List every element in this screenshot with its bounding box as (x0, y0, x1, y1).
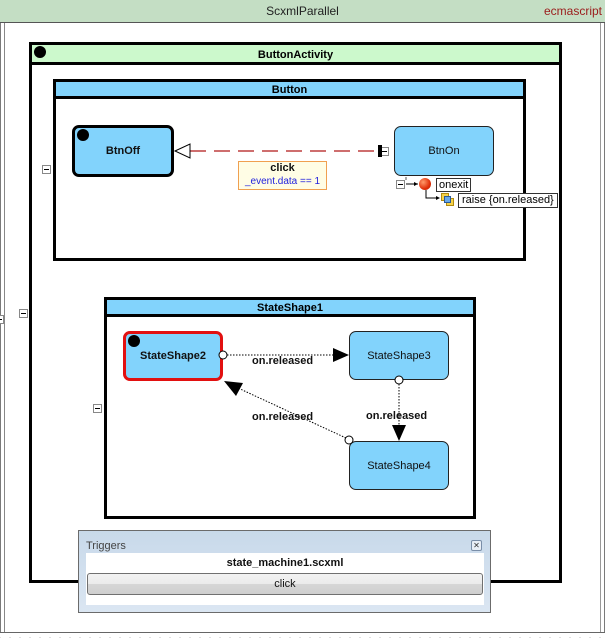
transition-label-ss3-ss4[interactable]: on.released (366, 410, 428, 422)
state-btnon[interactable]: BtnOn (394, 126, 494, 176)
button-title: Button (271, 84, 308, 96)
transition-source-handle-icon (344, 435, 354, 445)
stateshape3-label: StateShape3 (367, 349, 431, 362)
onexit-connector (405, 177, 440, 200)
arrowhead-icon (392, 425, 406, 441)
root-header: ScxmlParallel ecmascript (0, 0, 605, 23)
transition-ss4-ss2[interactable] (224, 381, 354, 445)
state-stateshape2[interactable]: StateShape2 (123, 331, 223, 381)
transition-ss2-ss3[interactable] (218, 348, 349, 362)
transition-label-ss2-ss3[interactable]: on.released (252, 355, 314, 367)
btnon-label: BtnOn (428, 145, 460, 157)
state-stateshape3[interactable]: StateShape3 (349, 331, 449, 380)
triggers-panel: Triggers ✕ state_machine1.scxml click (78, 530, 491, 613)
transition-condition: _event.data == 1 (244, 176, 321, 187)
transition-event: click (270, 162, 295, 174)
transition-source-handle-icon (394, 375, 404, 385)
root-left-border (4, 23, 5, 632)
arrowhead-icon (333, 348, 349, 362)
datamodel-label[interactable]: ecmascript (543, 4, 602, 18)
onexit-icon (419, 178, 431, 190)
initial-marker-icon (34, 46, 46, 58)
triggers-title: Triggers (86, 540, 126, 552)
button-activity-collapse-toggle[interactable] (19, 309, 28, 318)
arrowhead-open-icon (173, 143, 191, 159)
stateshape1-collapse-toggle[interactable] (93, 404, 102, 413)
raise-action-icon (441, 193, 455, 207)
stateshape2-label: StateShape2 (139, 350, 207, 362)
trigger-click-button[interactable]: click (87, 573, 483, 595)
root-right-border (600, 23, 601, 632)
root-collapse-toggle[interactable] (0, 315, 4, 324)
transition-source-handle-icon (218, 350, 228, 360)
stateshape4-label: StateShape4 (367, 459, 431, 472)
button-collapse-toggle[interactable] (42, 165, 51, 174)
button-header: Button (56, 82, 523, 99)
button-activity-title: ButtonActivity (257, 49, 334, 61)
transition-btnon-btnoff[interactable] (173, 143, 382, 159)
button-activity-header: ButtonActivity (32, 45, 559, 65)
initial-marker-icon (77, 129, 89, 141)
onexit-label[interactable]: onexit (436, 178, 471, 192)
triggers-file-name: state_machine1.scxml (226, 557, 344, 569)
initial-marker-icon (128, 335, 140, 347)
transition-label-ss4-ss2[interactable]: on.released (252, 411, 314, 423)
transition-label-click[interactable]: click _event.data == 1 (238, 161, 327, 190)
triggers-body: state_machine1.scxml click (86, 553, 484, 605)
transition-source-marker-icon (378, 145, 382, 157)
canvas-bottom-ruler (0, 632, 605, 638)
state-btnoff[interactable]: BtnOff (72, 125, 174, 177)
raise-action-label[interactable]: raise {on.released} (458, 193, 558, 208)
root-title: ScxmlParallel (266, 4, 339, 18)
btnoff-label: BtnOff (105, 145, 141, 157)
arrowhead-icon (224, 381, 243, 396)
stateshape1-title: StateShape1 (256, 302, 324, 314)
stateshape1-header: StateShape1 (107, 300, 473, 317)
transition-ss3-ss4[interactable] (392, 375, 406, 441)
close-icon[interactable]: ✕ (471, 540, 482, 551)
btnon-actions-collapse-toggle[interactable] (396, 180, 405, 189)
state-stateshape4[interactable]: StateShape4 (349, 441, 449, 490)
